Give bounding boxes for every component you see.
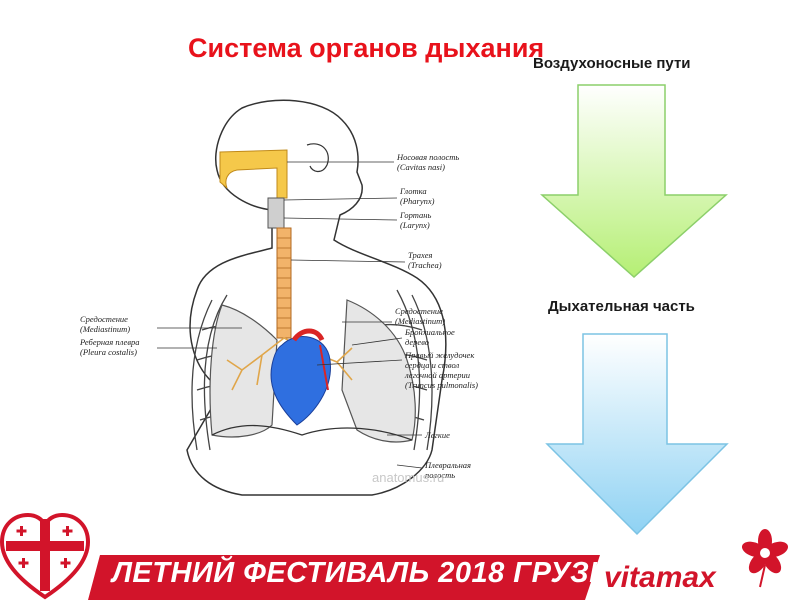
label-lungs: Легкие (424, 430, 450, 440)
arrow-respiratory-part (545, 333, 729, 536)
label-ventricle-1: Правый желудочек (404, 350, 475, 360)
label-pharynx-2: (Pharynx) (400, 196, 435, 206)
arrow-airways (540, 84, 728, 279)
label-mediastinum-right-2: (Mediastinum) (395, 316, 445, 326)
footer-red-bar (88, 555, 600, 600)
arrow-airways-shape (540, 84, 728, 279)
slide-title: Система органов дыхания (188, 33, 545, 63)
respiratory-system-diagram: Носовая полость (Cavitas nasi) Глотка (P… (79, 99, 478, 496)
label-pleural-2: полость (425, 470, 455, 480)
trachea (276, 227, 292, 339)
label-pleural-1: Плевральная (424, 460, 471, 470)
ear (306, 143, 329, 173)
label-nasal-1: Носовая полость (396, 152, 459, 162)
brand-logo-text: vitamax (604, 561, 716, 594)
label-pleura-2: (Pleura costalis) (80, 347, 137, 357)
label-larynx-1: Гортань (399, 210, 431, 220)
heart (270, 336, 331, 426)
label-pleura-1: Реберная плевра (79, 337, 140, 347)
larynx (267, 197, 285, 229)
footer-banner (0, 512, 789, 600)
label-ventricle-2: сердца и ствол (405, 360, 460, 370)
label-nasal-2: (Cavitas nasi) (397, 162, 445, 172)
arrow-airways-label: Воздухоносные пути (533, 55, 691, 72)
diaphragm (211, 424, 413, 441)
label-ventricle-4: (Truncus pulmonalis) (405, 380, 478, 390)
label-larynx-2: (Larynx) (400, 220, 430, 230)
arrow-respiratory-part-label: Дыхательная часть (548, 298, 695, 315)
label-ventricle-3: легочной артерии (404, 370, 470, 380)
label-bronchial-2: дерево (405, 337, 429, 347)
left-lung (341, 299, 416, 443)
watermark: anatomus.ru (372, 470, 444, 485)
trachea-rings (277, 237, 291, 329)
aorta (291, 328, 325, 342)
label-pharynx-1: Глотка (399, 186, 427, 196)
arrow-respiratory-part-shape (545, 333, 729, 536)
label-trachea-1: Трахея (408, 250, 433, 260)
flower-logo-icon (741, 529, 789, 588)
footer-festival-text: ЛЕТНИЙ ФЕСТИВАЛЬ 2018 ГРУЗИЯ (112, 557, 633, 589)
georgian-flag-heart-icon (0, 512, 91, 600)
label-mediastinum-right-1: Средостение (395, 306, 443, 316)
label-mediastinum-left-1: Средостение (80, 314, 128, 324)
label-trachea-2: (Trachea) (408, 260, 442, 270)
label-bronchial-1: Бронхиальное (404, 327, 455, 337)
right-lung (209, 304, 278, 438)
label-mediastinum-left-2: (Mediastinum) (80, 324, 130, 334)
